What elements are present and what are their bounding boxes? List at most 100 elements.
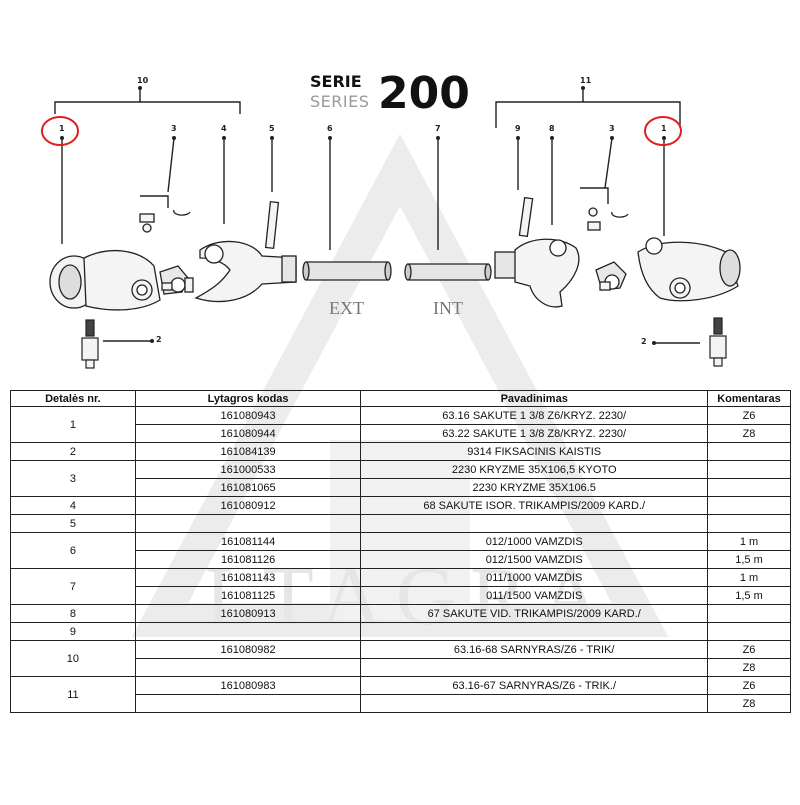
detail-number-cell: 7 bbox=[10, 568, 136, 605]
callout-label: 7 bbox=[435, 124, 441, 133]
comment-cell: Z6 bbox=[707, 640, 791, 659]
column-header: Komentaras bbox=[707, 390, 791, 407]
part-name-cell: 67 SAKUTE VID. TRIKAMPIS/2009 KARD./ bbox=[360, 604, 709, 623]
table-row: Z8 bbox=[11, 694, 791, 713]
comment-cell bbox=[707, 442, 791, 461]
detail-number-cell: 9 bbox=[10, 622, 136, 641]
part-code-cell: 161081125 bbox=[134, 586, 362, 605]
callout-label: 3 bbox=[609, 124, 615, 133]
comment-cell: 1 m bbox=[707, 568, 791, 587]
part-code-cell: 161081126 bbox=[134, 550, 362, 569]
part-code-cell: 161080944 bbox=[134, 424, 362, 443]
comment-cell bbox=[707, 514, 791, 533]
series-number: 200 bbox=[378, 68, 470, 119]
part-name-cell bbox=[360, 658, 709, 677]
part-code-cell bbox=[134, 658, 362, 677]
detail-number-cell: 11 bbox=[10, 676, 136, 713]
callout-label: 4 bbox=[221, 124, 227, 133]
serie-label: SERIE bbox=[310, 72, 362, 91]
detail-number-cell: 4 bbox=[10, 496, 136, 515]
comment-cell bbox=[707, 478, 791, 497]
part-name-cell bbox=[360, 514, 709, 533]
left-yoke-assembly bbox=[49, 200, 297, 311]
part-name-cell: 012/1000 VAMZDIS bbox=[360, 532, 709, 551]
callout-label: 10 bbox=[137, 76, 149, 85]
part-code-cell: 161000533 bbox=[134, 460, 362, 479]
comment-cell: Z8 bbox=[707, 424, 791, 443]
part-code-cell: 161080983 bbox=[134, 676, 362, 695]
part-code-cell: 161080982 bbox=[134, 640, 362, 659]
comment-cell bbox=[707, 496, 791, 515]
part-code-cell bbox=[134, 694, 362, 713]
part-name-cell bbox=[360, 694, 709, 713]
part-code-cell: 161080912 bbox=[134, 496, 362, 515]
series-title: SERIE SERIES 200 bbox=[310, 68, 480, 128]
series-label: SERIES bbox=[310, 92, 370, 111]
comment-cell: Z8 bbox=[707, 694, 791, 713]
part-code-cell: 161080913 bbox=[134, 604, 362, 623]
comment-cell: Z8 bbox=[707, 658, 791, 677]
comment-cell: 1,5 m bbox=[707, 550, 791, 569]
part-name-cell: 9314 FIKSACINIS KAISTIS bbox=[360, 442, 709, 461]
callout-label: 2 bbox=[156, 335, 162, 344]
part-code-cell: 161080943 bbox=[134, 406, 362, 425]
part-code-cell: 161084139 bbox=[134, 442, 362, 461]
part-code-cell bbox=[134, 514, 362, 533]
part-name-cell: 63.16-67 SARNYRAS/Z6 - TRIK./ bbox=[360, 676, 709, 695]
column-header: Detalės nr. bbox=[10, 390, 136, 407]
comment-cell bbox=[707, 622, 791, 641]
part-name-cell: 2230 KRYZME 35X106,5 KYOTO bbox=[360, 460, 709, 479]
detail-number-cell: 10 bbox=[10, 640, 136, 677]
part-name-cell: 2230 KRYZME 35X106.5 bbox=[360, 478, 709, 497]
fixing-pins bbox=[81, 317, 727, 369]
tubes bbox=[302, 261, 492, 281]
comment-cell: 1,5 m bbox=[707, 586, 791, 605]
callout-label: 11 bbox=[580, 76, 592, 85]
table-header-row: Detalės nr. Lytagros kodas Pavadinimas K… bbox=[10, 390, 791, 407]
part-name-cell: 011/1500 VAMZDIS bbox=[360, 586, 709, 605]
detail-number-cell: 8 bbox=[10, 604, 136, 623]
part-code-cell: 161081144 bbox=[134, 532, 362, 551]
part-code-cell: 161081143 bbox=[134, 568, 362, 587]
exploded-diagram: SERIE SERIES 200 10 1 3 4 5 6 7 9 8 3 1 … bbox=[0, 0, 800, 390]
detail-number-cell: 1 bbox=[10, 406, 136, 443]
tube-label-int: INT bbox=[433, 298, 463, 318]
column-header: Lytagros kodas bbox=[134, 390, 362, 407]
table-row: 5 bbox=[10, 514, 791, 533]
callout-label: 9 bbox=[515, 124, 521, 133]
callout-label: 2 bbox=[641, 337, 647, 346]
detail-number-cell: 2 bbox=[10, 442, 136, 461]
part-name-cell: 012/1500 VAMZDIS bbox=[360, 550, 709, 569]
comment-cell bbox=[707, 604, 791, 623]
detail-number-cell: 6 bbox=[10, 532, 136, 569]
part-name-cell: 63.16-68 SARNYRAS/Z6 - TRIK/ bbox=[360, 640, 709, 659]
comment-cell: Z6 bbox=[707, 676, 791, 695]
comment-cell: Z6 bbox=[707, 406, 791, 425]
part-code-cell: 161081065 bbox=[134, 478, 362, 497]
driveshaft-diagram bbox=[41, 86, 741, 369]
callout-label: 1 bbox=[59, 124, 65, 133]
parts-table: Detalės nr. Lytagros kodas Pavadinimas K… bbox=[10, 390, 791, 713]
highlight-circle-left bbox=[41, 116, 79, 146]
part-name-cell: 011/1000 VAMZDIS bbox=[360, 568, 709, 587]
part-name-cell: 63.22 SAKUTE 1 3/8 Z8/KRYZ. 2230/ bbox=[360, 424, 709, 443]
callout-label: 1 bbox=[661, 124, 667, 133]
highlight-circle-right bbox=[644, 116, 682, 146]
table-row: 9 bbox=[10, 622, 791, 641]
right-yoke-assembly bbox=[494, 196, 741, 308]
column-header: Pavadinimas bbox=[360, 390, 709, 407]
comment-cell bbox=[707, 460, 791, 479]
part-name-cell bbox=[360, 622, 709, 641]
